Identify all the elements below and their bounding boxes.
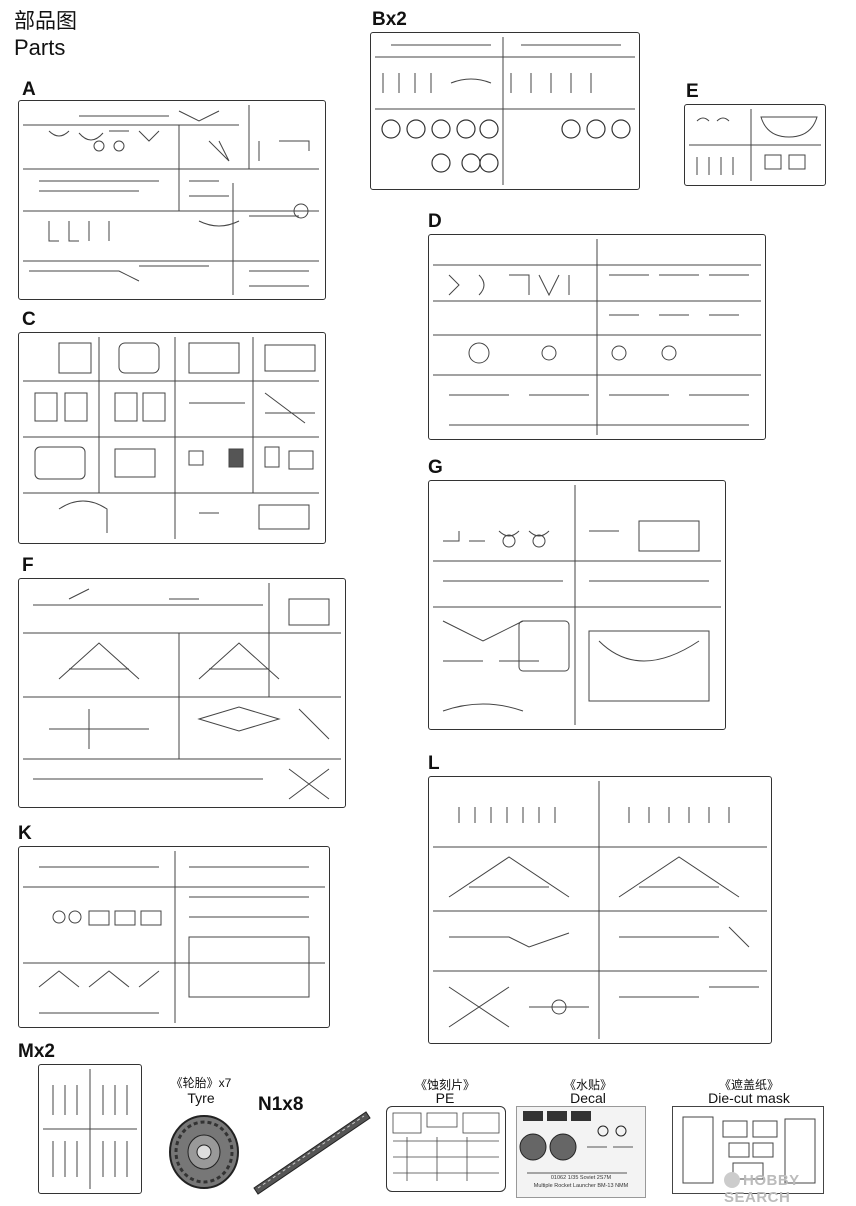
decal-sheet: 01062 1/35 Soviet 2S7M Multiple Rocket L… <box>516 1106 646 1198</box>
mask-caption-en: Die-cut mask <box>708 1090 790 1106</box>
sprue-b-drawing <box>375 37 635 185</box>
sprue-e-drawing <box>689 109 821 181</box>
tyre-image <box>166 1112 242 1192</box>
decal-kit-line-1: 01062 1/35 Soviet 2S7M <box>550 1175 612 1181</box>
sprue-g <box>428 480 726 730</box>
sprue-e <box>684 104 826 186</box>
n1-label: N1x8 <box>258 1094 304 1115</box>
decal-drawing <box>519 1111 633 1174</box>
sprue-label-a: A <box>22 79 36 100</box>
tyre-caption-en: Tyre <box>187 1090 215 1106</box>
sprue-f-drawing <box>23 583 341 800</box>
mask-sheet <box>672 1106 824 1194</box>
pe-drawing <box>392 1112 500 1181</box>
sprue-label-b: Bx2 <box>372 9 407 30</box>
sprue-d <box>428 234 766 440</box>
sprue-label-l: L <box>428 753 440 774</box>
watermark-logo-icon <box>724 1172 740 1188</box>
sprue-label-c: C <box>22 309 36 330</box>
sprue-label-m: Mx2 <box>18 1041 55 1062</box>
page-title-cn: 部品图 <box>14 10 77 33</box>
tyre-caption-cn: 《轮胎》x7 <box>170 1076 232 1090</box>
mask-drawing <box>682 1116 816 1184</box>
sprue-label-g: G <box>428 457 443 478</box>
sprue-b <box>370 32 640 190</box>
sprue-c <box>18 332 326 544</box>
sprue-label-d: D <box>428 211 442 232</box>
sprue-a <box>18 100 326 300</box>
pe-fret <box>386 1106 506 1192</box>
tyre-drawing <box>169 1115 239 1189</box>
sprue-m <box>38 1064 142 1194</box>
sprue-l-drawing <box>433 781 767 1039</box>
watermark: HOBBY SEARCH <box>724 1172 856 1206</box>
sprue-m-drawing <box>43 1069 137 1189</box>
n1-drawing <box>253 1111 371 1195</box>
sprue-f <box>18 578 346 808</box>
decal-caption-en: Decal <box>570 1090 606 1106</box>
sprue-label-f: F <box>22 555 34 576</box>
mask-caption-cn: 《遮盖纸》 <box>718 1078 779 1092</box>
sprue-l <box>428 776 772 1044</box>
n1-part-image <box>248 1104 372 1196</box>
sprue-g-drawing <box>433 485 721 725</box>
sprue-label-k: K <box>18 823 32 844</box>
decal-kit-line-2: Multiple Rocket Launcher BM-13 NMM <box>533 1183 629 1189</box>
sprue-k <box>18 846 330 1028</box>
sprue-c-drawing <box>23 337 319 539</box>
pe-caption-cn: 《蚀刻片》 <box>414 1078 475 1092</box>
sprue-label-e: E <box>686 81 699 102</box>
sprue-k-drawing <box>23 851 325 1023</box>
pe-caption-en: PE <box>435 1090 455 1106</box>
sprue-a-drawing <box>23 105 319 295</box>
page-title-en: Parts <box>14 35 66 60</box>
decal-caption-cn: 《水贴》 <box>563 1078 612 1092</box>
sprue-d-drawing <box>433 239 761 435</box>
